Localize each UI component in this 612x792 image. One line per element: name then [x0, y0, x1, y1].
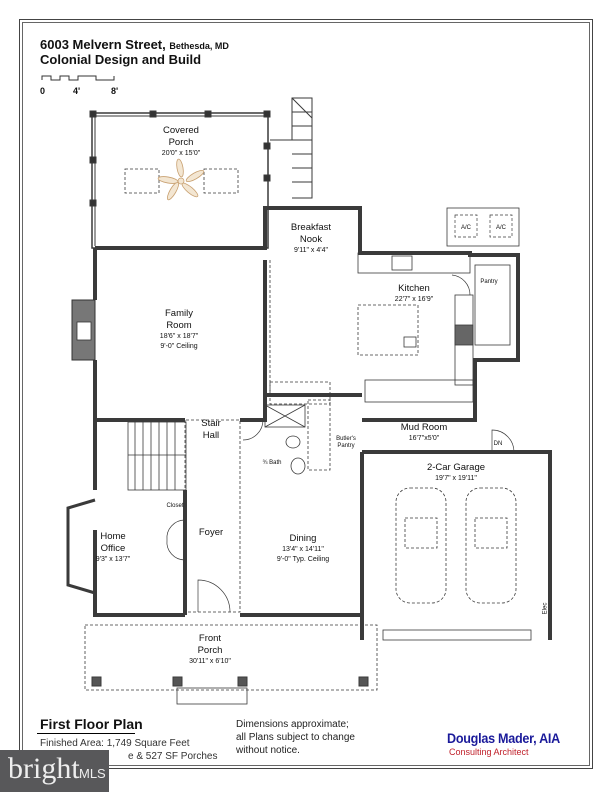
room-name: Nook: [299, 234, 323, 245]
scale-label-4: 4': [73, 86, 81, 96]
room-name: Stair: [201, 418, 221, 429]
exterior-stairs: [270, 97, 313, 199]
elec-panel-label: Elec: [542, 602, 549, 615]
interior-stairs: [127, 421, 187, 491]
office-bay: [66, 498, 96, 595]
disclaimer-line: all Plans subject to change: [236, 732, 355, 743]
exterior-walls: [93, 206, 552, 640]
room-mud-room: Mud Room 16'7"x5'0": [401, 422, 447, 444]
page-frame: [19, 19, 593, 769]
disclaimer-line: Dimensions approximate;: [236, 719, 349, 730]
room-name: Covered: [163, 125, 199, 136]
room-dimensions: 9'3" x 13'7": [95, 556, 131, 563]
disclaimer: Dimensions approximate; all Plans subject…: [236, 718, 355, 757]
room-name: Porch: [168, 137, 194, 148]
room-pantry: Pantry: [480, 279, 498, 285]
room-kitchen: Kitchen 22'7" x 16'9": [395, 283, 433, 305]
garage-cars: [395, 487, 517, 604]
watermark-brand: bright: [8, 752, 80, 785]
room-name: Kitchen: [398, 283, 430, 294]
porch-area: e & 527 SF Porches: [128, 751, 218, 762]
room-dimensions: 20'0" x 15'0": [161, 150, 201, 157]
address-title: 6003 Melvern Street, Bethesda, MD: [40, 37, 229, 52]
porch-columns: [89, 110, 271, 207]
room-name: Front: [198, 633, 222, 644]
front-door-swing: [197, 579, 231, 613]
disclaimer-line: without notice.: [236, 745, 300, 756]
room-ceiling: 9'-0" Typ. Ceiling: [276, 556, 330, 563]
scale-label-0: 0: [40, 86, 46, 96]
front-steps: [176, 687, 248, 705]
architect-name: Douglas Mader, AIA: [447, 730, 561, 746]
ceiling-fan-icon: [157, 158, 205, 201]
room-name: Room: [166, 320, 192, 331]
room-name: Family: [165, 308, 193, 319]
room-name: Butler's: [336, 436, 356, 442]
ac-pad: [446, 207, 520, 247]
scale-label-8: 8': [111, 86, 119, 96]
room-foyer: Foyer: [198, 527, 224, 538]
title-underline: [37, 733, 135, 734]
room-dimensions: 18'6" x 18'7": [159, 333, 199, 340]
room-dimensions: 9'11" x 4'4": [294, 247, 328, 254]
room-name: Hall: [202, 430, 220, 441]
room-dimensions: 16'7"x5'0": [408, 435, 440, 442]
area-info: Finished Area: 1,749 Square Feet e & 527 …: [40, 737, 218, 763]
room-name: Office: [100, 543, 126, 554]
bright-mls-watermark: bright MLS: [0, 750, 109, 792]
ac-unit-2: A/C: [495, 225, 507, 231]
room-name: Pantry: [337, 443, 355, 449]
room-bath: ¾ Bath: [262, 460, 282, 466]
room-dimensions: 13'4" x 14'11": [282, 546, 324, 553]
kitchen-cabinets: [269, 252, 511, 405]
address: 6003 Melvern Street,: [40, 37, 166, 52]
room-garage: 2-Car Garage 19'7" x 19'11": [427, 462, 485, 484]
front-porch-outline: [84, 624, 378, 691]
room-name: Breakfast: [290, 222, 332, 233]
ac-unit-1: A/C: [460, 225, 472, 231]
bath-fixtures: [264, 399, 331, 475]
room-name: Mud Room: [400, 422, 448, 433]
room-dimensions: 22'7" x 16'9": [394, 296, 434, 303]
room-name: Porch: [197, 645, 223, 656]
room-ceiling: 9'-0" Ceiling: [160, 343, 198, 350]
watermark-suffix: MLS: [79, 766, 106, 781]
city: Bethesda, MD: [169, 41, 229, 51]
room-dining: Dining 13'4" x 14'11" 9'-0" Typ. Ceiling: [277, 533, 329, 565]
room-name: 2-Car Garage: [426, 462, 486, 473]
room-dimensions: 19'7" x 19'11": [435, 475, 477, 482]
scale-bar: [41, 75, 115, 81]
dn-label: DN: [493, 441, 503, 447]
kitchen-island: [357, 304, 419, 356]
room-name: Home: [100, 531, 126, 542]
room-closet: Closet: [166, 503, 184, 509]
plan-title: First Floor Plan: [40, 716, 143, 732]
architect-title: Consulting Architect: [449, 747, 529, 757]
room-name: Dining: [289, 533, 317, 544]
front-porch-columns: [91, 676, 369, 687]
builder-name: Colonial Design and Build: [40, 52, 202, 67]
room-dimensions: 30'11" x 6'10": [189, 658, 231, 665]
finished-area: Finished Area: 1,749 Square Feet: [40, 738, 190, 749]
